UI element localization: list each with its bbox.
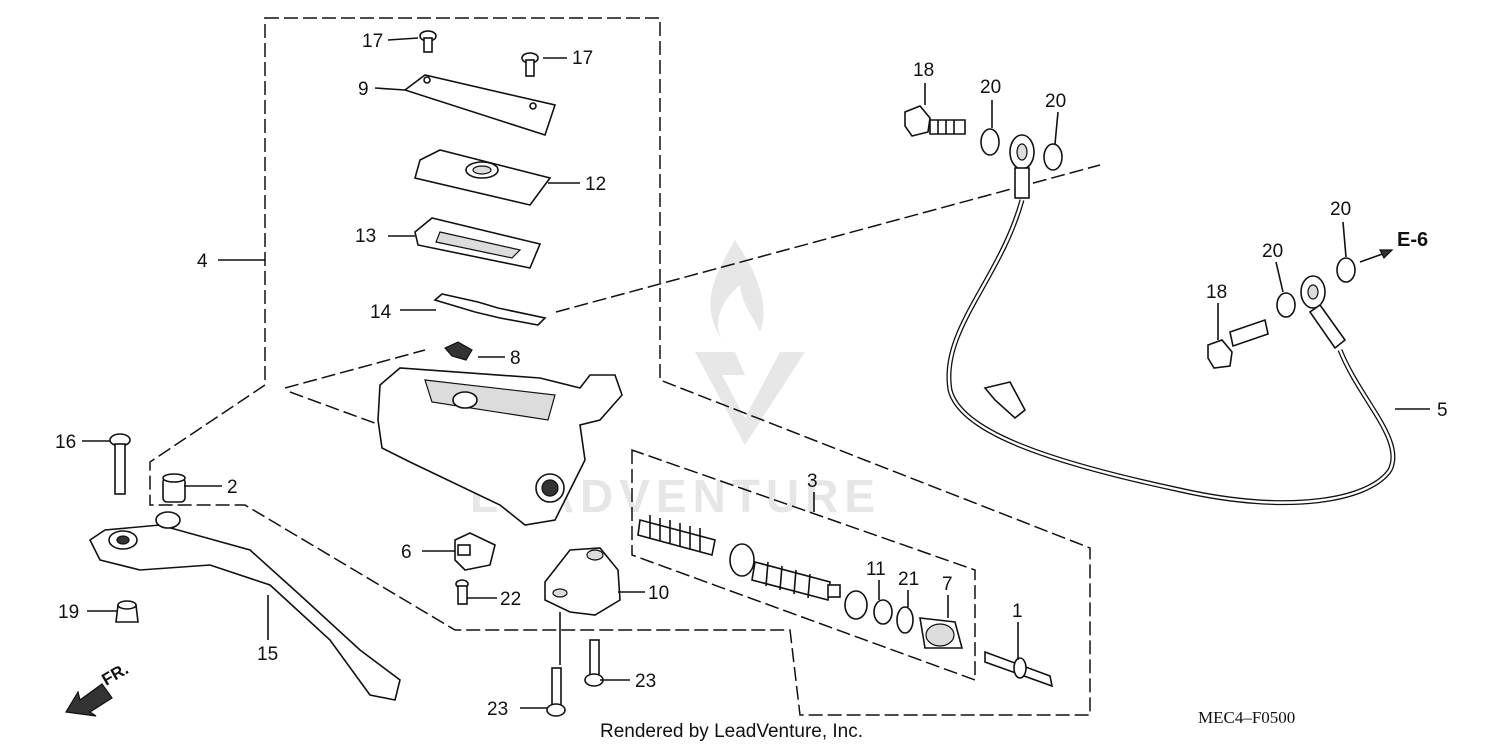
clutch-hose-5 xyxy=(946,199,1396,506)
pivot-bolt-16 xyxy=(109,433,131,495)
screw-22 xyxy=(455,579,469,605)
washer-20-d xyxy=(1336,257,1356,283)
callout-8: 8 xyxy=(510,348,521,369)
callout-12: 12 xyxy=(585,174,606,195)
routing-line-lower xyxy=(284,349,426,389)
callout-18-upper: 18 xyxy=(913,60,934,81)
clutch-switch-6 xyxy=(454,532,496,571)
reference-arrow xyxy=(1359,249,1394,263)
callout-18-lower: 18 xyxy=(1206,282,1227,303)
callout-1: 1 xyxy=(1012,601,1023,622)
callout-2: 2 xyxy=(227,477,238,498)
bolt-23-lower xyxy=(546,667,566,717)
callout-4: 4 xyxy=(197,251,208,272)
banjo-bolt-18-upper xyxy=(904,105,966,137)
callout-20-c: 20 xyxy=(1262,241,1283,262)
washer-20-a xyxy=(980,128,1000,156)
front-direction-label: FR. xyxy=(99,659,132,689)
leader-lines xyxy=(82,37,1430,709)
clip-8 xyxy=(444,341,473,361)
reservoir-cover-9 xyxy=(403,74,557,137)
callout-9: 9 xyxy=(358,79,369,100)
screw-17-right xyxy=(521,52,539,77)
banjo-fitting-lower xyxy=(1300,275,1347,350)
render-credit: Rendered by LeadVenture, Inc. xyxy=(600,721,863,742)
banjo-bolt-18-lower xyxy=(1207,318,1269,369)
screw-17-left xyxy=(419,30,437,53)
callout-20-b: 20 xyxy=(1045,91,1066,112)
callout-23-right: 23 xyxy=(635,671,656,692)
reference-e6: E-6 xyxy=(1397,229,1428,251)
assembly-3-outline xyxy=(631,448,976,682)
float-14 xyxy=(433,293,547,326)
banjo-fitting-upper xyxy=(1009,134,1035,199)
routing-line-upper xyxy=(555,164,1101,313)
callout-3: 3 xyxy=(807,471,818,492)
diagram-code: MEC4–F0500 xyxy=(1198,708,1295,727)
callout-16: 16 xyxy=(55,432,76,453)
circlip-21 xyxy=(896,606,914,634)
callout-22: 22 xyxy=(500,589,521,610)
routing-line-body xyxy=(289,391,381,426)
boot-7 xyxy=(919,617,964,649)
callout-21: 21 xyxy=(898,569,919,590)
push-rod-1 xyxy=(984,650,1054,688)
callout-5: 5 xyxy=(1437,400,1448,421)
callout-17-right: 17 xyxy=(572,48,593,69)
callout-15: 15 xyxy=(257,644,278,665)
hose-clamp xyxy=(983,381,1027,420)
callout-13: 13 xyxy=(355,226,376,247)
callout-10: 10 xyxy=(648,583,669,604)
callout-14: 14 xyxy=(370,302,392,323)
front-direction-arrow xyxy=(65,683,113,717)
bolt-23-upper xyxy=(584,639,604,687)
washer-20-b xyxy=(1043,143,1063,171)
piston-set-3 xyxy=(637,515,868,620)
callout-19: 19 xyxy=(58,602,79,623)
callout-17-left: 17 xyxy=(362,31,383,52)
assembly-4-outline xyxy=(149,17,1091,716)
seal-11 xyxy=(873,599,893,625)
callout-20-d: 20 xyxy=(1330,199,1351,220)
callout-20-a: 20 xyxy=(980,77,1001,98)
master-cylinder-body xyxy=(377,367,623,526)
callout-11: 11 xyxy=(866,559,886,580)
holder-10 xyxy=(544,547,621,616)
callout-23-left: 23 xyxy=(487,699,508,720)
callout-7: 7 xyxy=(942,574,953,595)
callout-6: 6 xyxy=(401,542,412,563)
washer-20-c xyxy=(1276,292,1296,318)
